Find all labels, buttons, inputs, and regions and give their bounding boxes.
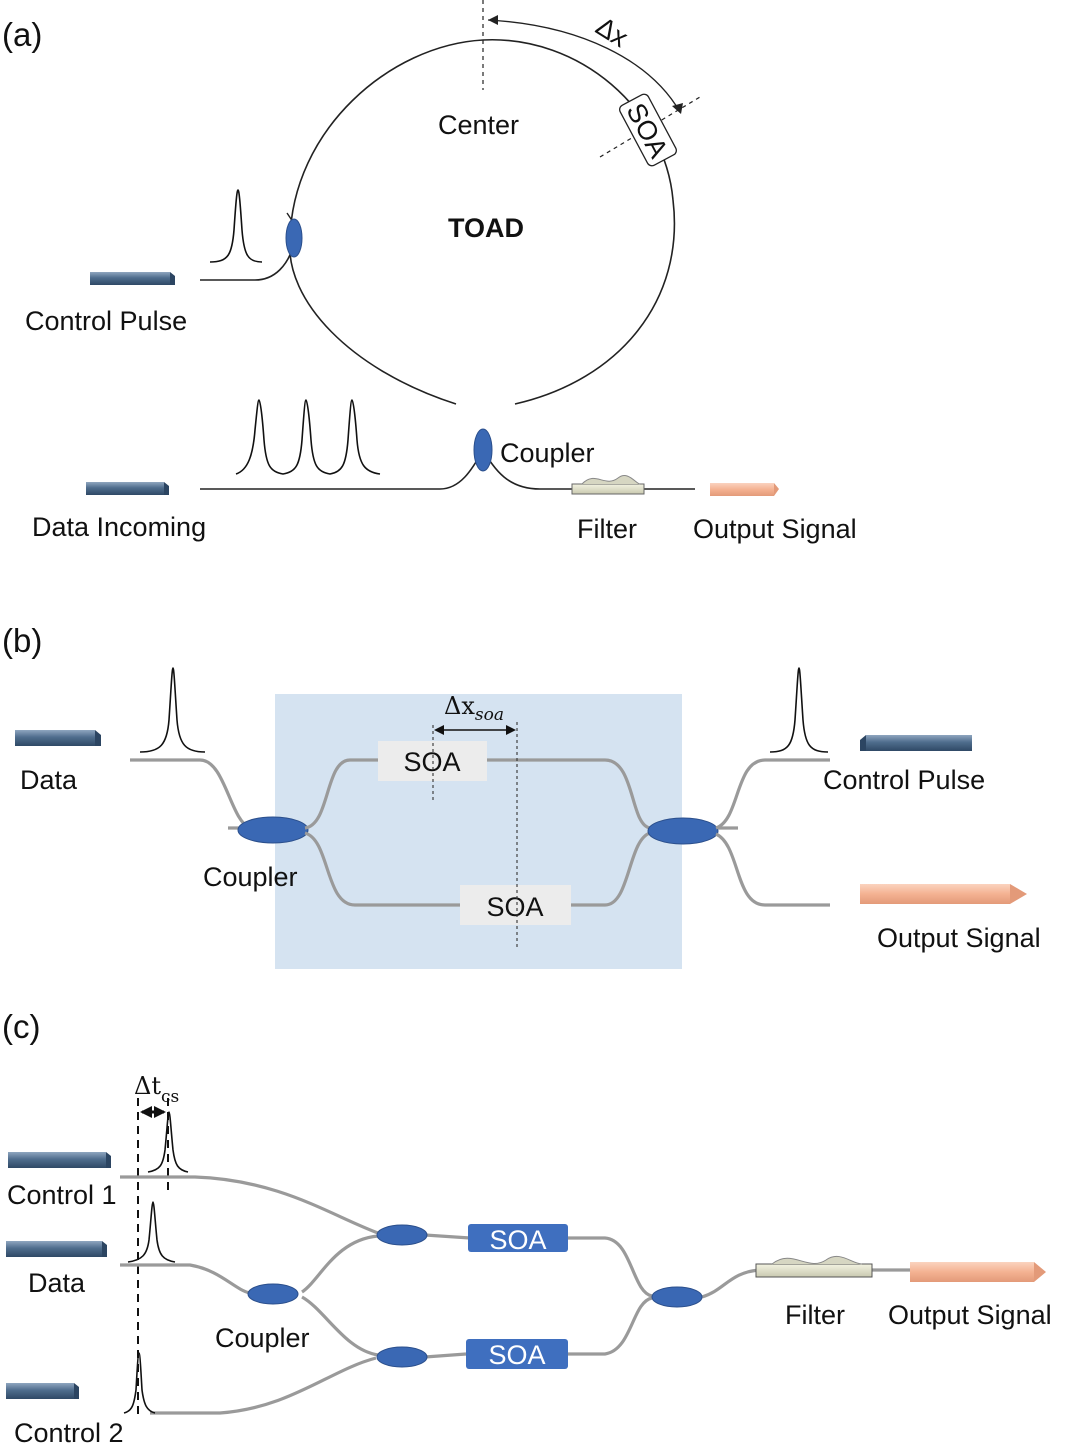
control2-fiber-c	[150, 1356, 377, 1415]
panel-c: (c) Δtcs SOA SOA	[2, 1008, 1052, 1448]
output-fiber-b	[715, 832, 830, 907]
control-pulse-shape-b	[769, 667, 829, 753]
soa-box-bottom-b	[460, 885, 571, 925]
control1-arrow-c	[8, 1152, 111, 1168]
control-coupler-a	[285, 218, 303, 258]
top-coupler-to-soa-c	[424, 1233, 471, 1240]
upper-arm-left-b	[304, 758, 378, 830]
control-pulse-label-b: Control Pulse	[823, 765, 985, 795]
coupler-to-bottom-c	[301, 1295, 379, 1357]
control2-label-c: Control 2	[14, 1418, 124, 1448]
output-signal-label-a: Output Signal	[693, 514, 857, 544]
coupler-bottom-c	[376, 1346, 428, 1368]
control2-arrow-c	[6, 1383, 79, 1399]
soa-label-bottom-b: SOA	[486, 892, 543, 922]
output-signal-label-c: Output Signal	[888, 1300, 1052, 1330]
output-signal-arrow-a	[710, 483, 779, 496]
filter-c	[755, 1255, 873, 1278]
panel-b-label: (b)	[2, 622, 42, 659]
control-fiber-b	[715, 758, 830, 830]
data-pulse-shape-c	[127, 1201, 176, 1263]
panel-a: (a) Δx SOA Center TOAD Control Pulse	[2, 0, 857, 544]
soa-box-bottom-c	[466, 1339, 568, 1369]
output-signal-arrow-b	[860, 884, 1027, 904]
delta-x-soa-arrowhead-left	[434, 725, 444, 735]
panel-b: (b) SOA SOA Δxsoa	[2, 622, 1041, 969]
panel-a-label: (a)	[2, 16, 42, 53]
data-label-c: Data	[28, 1268, 86, 1298]
control-pulse-label-a: Control Pulse	[25, 306, 187, 336]
control1-fiber-c	[120, 1175, 379, 1235]
delta-t-arrowhead-right	[154, 1106, 166, 1118]
output-fiber-c	[701, 1268, 761, 1299]
control2-pulse-shape-c	[123, 1352, 156, 1414]
control-pulse-shape-a	[209, 189, 263, 263]
data-fiber-c	[120, 1263, 251, 1295]
filter-label-c: Filter	[785, 1300, 845, 1330]
data-incoming-arrow-a	[86, 482, 169, 495]
center-label: Center	[438, 110, 519, 140]
delta-x-label: Δx	[591, 11, 634, 53]
panel-c-label: (c)	[2, 1008, 40, 1045]
top-soa-to-out-c	[568, 1236, 653, 1298]
control-pulse-arrow-b	[860, 735, 972, 751]
soa-label-bottom-c: SOA	[488, 1340, 545, 1370]
coupler-to-top-c	[301, 1234, 379, 1294]
control1-label-c: Control 1	[7, 1180, 117, 1210]
bottom-coupler-to-soa-c	[424, 1352, 467, 1359]
data-pulses-shape-a	[235, 399, 381, 475]
right-coupler-b	[647, 817, 719, 845]
delta-t-cs-label: Δtcs	[134, 1072, 179, 1107]
coupler-label-a: Coupler	[500, 438, 595, 468]
filter-label-a: Filter	[577, 514, 637, 544]
lower-arm-left-b	[304, 831, 460, 907]
left-coupler-b	[237, 816, 309, 844]
data-arrow-c	[6, 1241, 107, 1257]
output-signal-arrow-c	[910, 1262, 1046, 1282]
main-coupler-a	[473, 428, 493, 472]
data-incoming-label: Data Incoming	[32, 512, 206, 542]
bottom-soa-to-out-c	[568, 1296, 653, 1356]
data-fiber-b	[130, 758, 251, 830]
soa-label-top-b: SOA	[403, 747, 460, 777]
mzi-shaded-region	[275, 694, 682, 969]
coupler-right-c	[651, 1286, 703, 1308]
delta-x-arc	[487, 19, 681, 113]
soa-box-a: SOA	[619, 93, 677, 167]
coupler-left-c	[247, 1283, 299, 1305]
coupler-top-c	[376, 1224, 428, 1246]
data-arrow-b	[15, 730, 101, 746]
delta-x-soa-label: Δxsoa	[444, 692, 504, 725]
delta-x-arrowhead-left	[488, 15, 498, 25]
control1-pulse-shape-c	[147, 1111, 189, 1173]
filter-a	[571, 475, 645, 495]
delta-x-soa-arrowhead-right	[506, 725, 516, 735]
coupler-label-c: Coupler	[215, 1323, 310, 1353]
soa-label-top-c: SOA	[489, 1225, 546, 1255]
output-signal-label-b: Output Signal	[877, 923, 1041, 953]
control-pulse-arrow-a	[90, 272, 175, 285]
delta-x-arrowhead-right	[672, 103, 683, 114]
data-pulse-shape-b	[139, 667, 206, 753]
data-label-b: Data	[20, 765, 78, 795]
lower-arm-right-b	[571, 831, 651, 907]
coupler-label-b: Coupler	[203, 862, 298, 892]
upper-arm-right-b	[487, 758, 651, 830]
toad-label: TOAD	[448, 213, 524, 243]
delta-t-arrowhead-left	[140, 1106, 152, 1118]
soa-box-top-c	[468, 1224, 568, 1252]
